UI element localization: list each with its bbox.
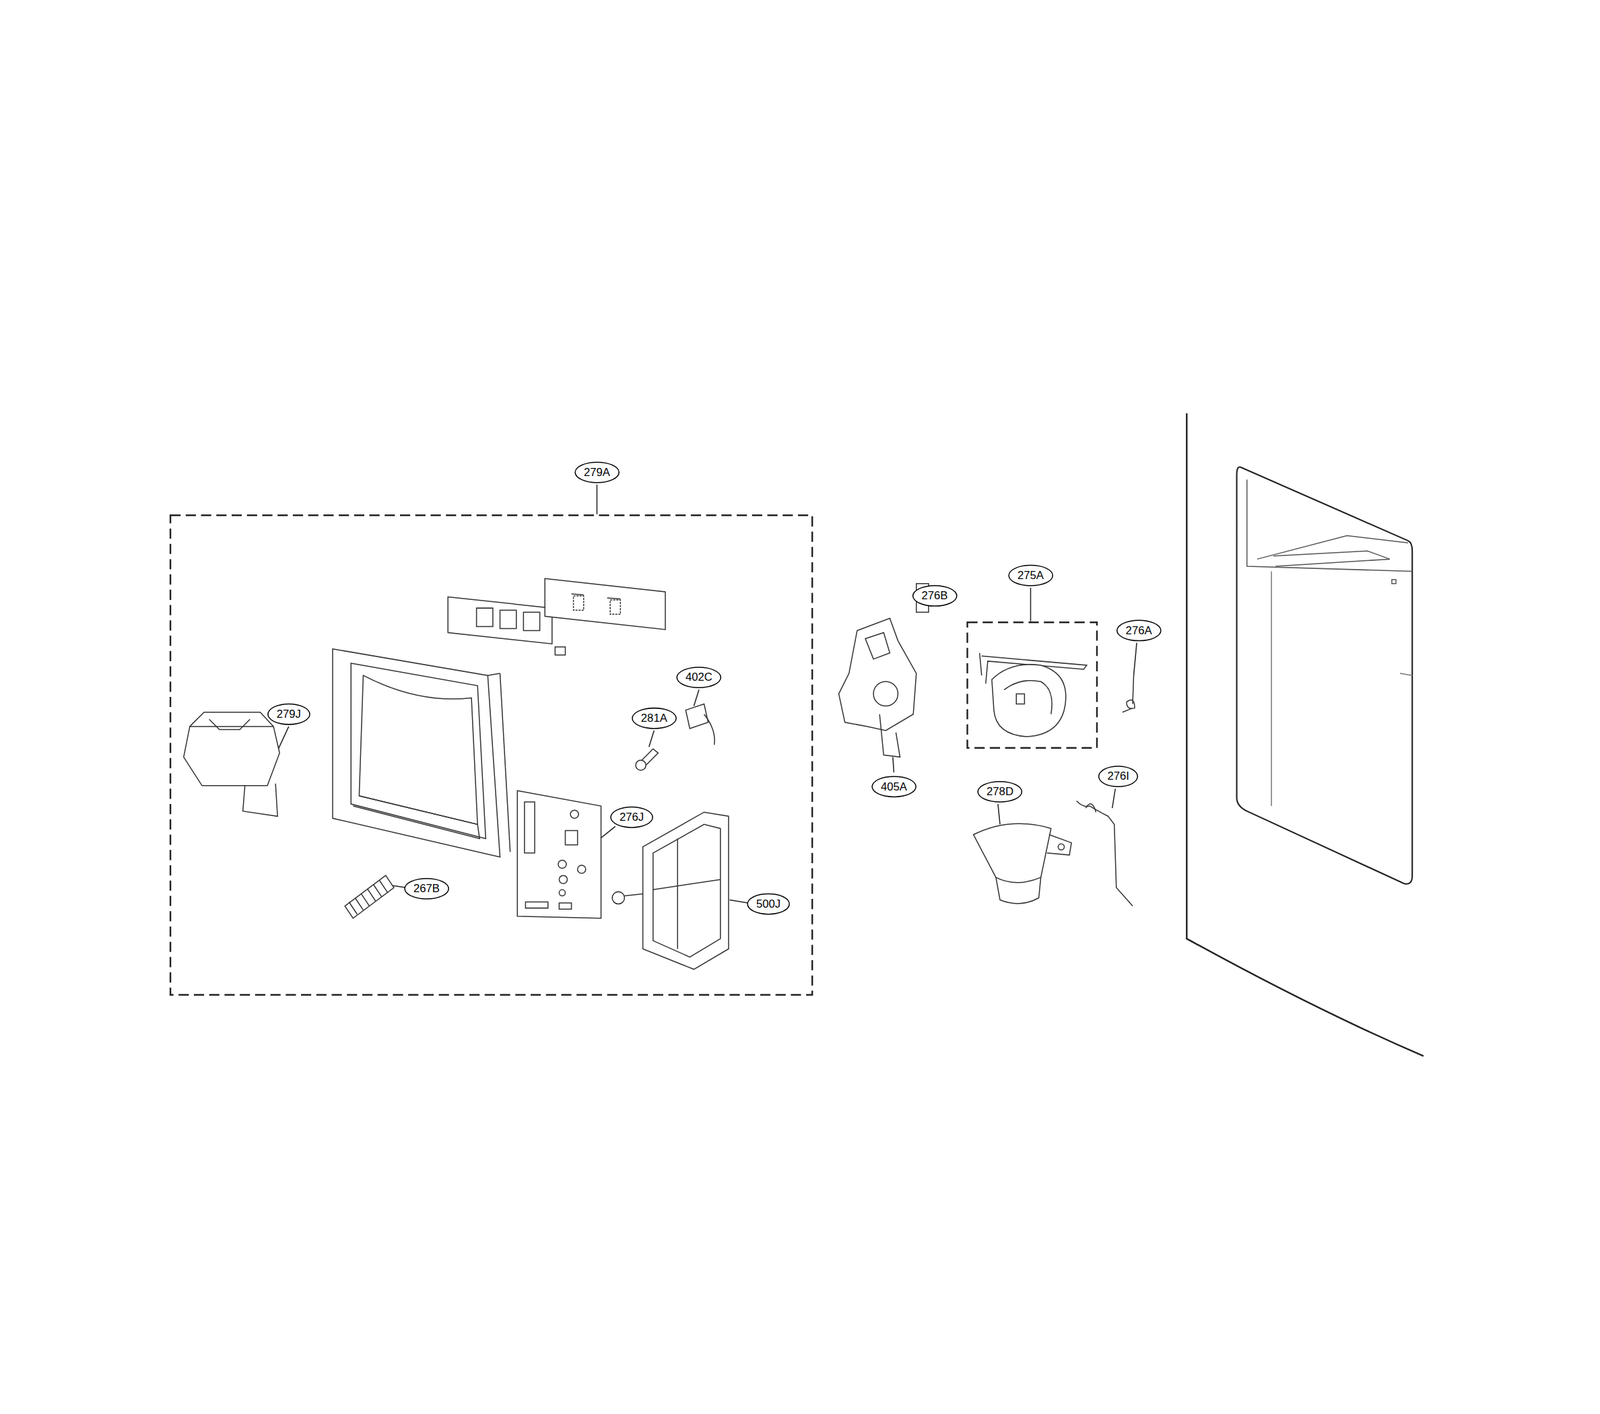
drawing-line [596,484,598,515]
drawing-line [973,823,1052,883]
drawing-line [879,714,900,758]
callout-number: 402C [676,666,722,689]
drawing-line [344,875,394,919]
callout-number: 276A [1116,620,1161,642]
drawing-line [570,810,579,819]
drawing-line [995,877,1042,904]
drawing-line [693,689,699,706]
drawing-line [997,804,1000,825]
drawing-line [344,875,394,919]
callout-number: 278D [977,781,1023,803]
drawing-line [558,889,565,896]
drawing-line [685,704,708,729]
drawing-line [1057,843,1064,850]
drawing-line [500,673,511,852]
drawing-line [170,515,813,995]
callout-number: 279J [267,703,310,726]
callout-number: 279A [574,461,619,484]
drawing-line [892,756,895,773]
callout-number: 500J [746,893,790,916]
drawing-line [183,726,280,786]
callout-number: 281A [631,707,677,730]
drawing-line [653,879,721,890]
drawing-line [643,812,729,970]
drawing-line [523,612,540,631]
drawing-line [600,826,616,839]
drawing-line [979,653,982,676]
drawing-line [544,578,666,630]
callout-number: 275A [1008,564,1053,587]
drawing-line [1134,643,1138,676]
drawing-line [564,830,578,845]
drawing-line [624,893,643,896]
drawing-line [677,839,679,950]
callout-number: 276J [610,806,653,829]
drawing-line [558,859,567,869]
callout-number: 276I [1098,765,1139,788]
drawing-line [554,647,565,656]
drawing-line [991,664,1066,737]
drawing-line [487,673,500,676]
drawing-line [332,649,501,858]
drawing-line [865,632,890,659]
drawing-line [649,730,655,747]
drawing-line [1004,680,1052,715]
drawing-line [1112,788,1116,809]
drawing-line [610,600,621,615]
drawing-line [1247,479,1413,572]
drawing-line [209,719,251,730]
drawing-line [500,610,517,629]
drawing-line [524,802,535,854]
drawing-line [571,593,621,600]
drawing-line [839,618,917,731]
drawing-line [1047,835,1072,856]
drawing-line [635,760,646,771]
drawing-line [476,608,493,627]
drawing-line [729,900,748,904]
drawing-line [1271,571,1273,807]
callout-number: 276B [912,585,957,607]
drawing-line [704,714,716,745]
drawing-line [1186,413,1424,1057]
drawing-line [517,790,601,918]
drawing-line [1273,550,1390,567]
drawing-line [873,681,898,706]
drawing-line [558,875,568,884]
drawing-line [1391,579,1396,584]
drawing-line [577,865,586,874]
drawing-line [967,622,1097,748]
drawing-line [350,663,486,840]
drawing-line [352,795,480,840]
drawing-line [358,675,478,825]
drawing-line [1400,673,1413,676]
drawing-line [1030,587,1031,622]
drawing-line [447,596,553,644]
drawing-line [1016,693,1025,704]
callout-number: 267B [404,878,449,900]
drawing-line [573,595,584,611]
drawing-line [243,783,279,817]
drawing-line [189,712,274,727]
drawing-line [348,880,388,915]
drawing-line [1085,804,1096,813]
drawing-line [558,903,572,910]
drawing-line [653,824,721,957]
drawing-line [1122,675,1135,713]
drawing-line [1076,801,1133,907]
callout-number: 405A [871,775,916,798]
drawing-line [525,902,548,909]
drawing-line [1237,467,1413,885]
drawing-line [612,891,625,904]
